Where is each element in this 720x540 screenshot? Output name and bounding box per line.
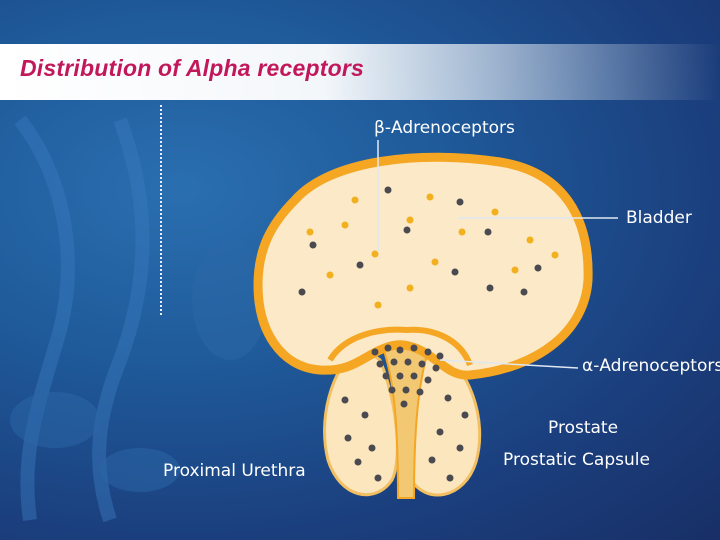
beta-dot (458, 228, 466, 236)
beta-receptor-dots (306, 193, 559, 309)
prostate (323, 343, 482, 497)
alpha-dot (456, 198, 464, 206)
alpha-dot (432, 364, 440, 372)
alpha-dot (341, 396, 349, 404)
alpha-dot (396, 372, 404, 380)
beta-dot (306, 228, 314, 236)
alpha-dot (520, 288, 528, 296)
dotted-guide-line (160, 105, 162, 315)
alpha-dot (446, 474, 454, 482)
beta-dot (551, 251, 559, 259)
alpha-dot (396, 346, 404, 354)
alpha-dot (444, 394, 452, 402)
label-prostate: Prostate (548, 418, 619, 438)
alpha-dot (416, 388, 424, 396)
alpha-dot (410, 372, 418, 380)
slide-title: Distribution of Alpha receptors (20, 55, 364, 81)
alpha-dot (382, 372, 390, 380)
beta-dot (406, 284, 414, 292)
title-band (0, 44, 720, 100)
alpha-dot (344, 434, 352, 442)
beta-dot (326, 271, 334, 279)
alpha-dot (374, 474, 382, 482)
label-beta-adrenoceptors: β-Adrenoceptors (374, 118, 515, 138)
alpha-dot (451, 268, 459, 276)
alpha-dot (388, 386, 396, 394)
alpha-dot (354, 458, 362, 466)
alpha-dot (376, 360, 384, 368)
alpha-dot (309, 241, 317, 249)
alpha-dot (368, 444, 376, 452)
label-bladder: Bladder (626, 208, 692, 228)
beta-dot (406, 216, 414, 224)
beta-dot (341, 221, 349, 229)
alpha-dot (436, 352, 444, 360)
alpha-dot (436, 428, 444, 436)
label-proximal-urethra: Proximal Urethra (163, 461, 306, 481)
alpha-dot (404, 358, 412, 366)
alpha-dot (403, 226, 411, 234)
alpha-dot (461, 411, 469, 419)
beta-dot (511, 266, 519, 274)
beta-dot (526, 236, 534, 244)
alpha-dot (424, 348, 432, 356)
alpha-dot (484, 228, 492, 236)
beta-dot (371, 250, 379, 258)
alpha-dot (418, 360, 426, 368)
alpha-dot (424, 376, 432, 384)
alpha-dot (402, 386, 410, 394)
alpha-dot (410, 344, 418, 352)
alpha-dot (428, 456, 436, 464)
beta-dot (491, 208, 499, 216)
alpha-dot (384, 186, 392, 194)
alpha-dot (390, 358, 398, 366)
alpha-dot (486, 284, 494, 292)
beta-dot (374, 301, 382, 309)
beta-dot (431, 258, 439, 266)
alpha-dot (371, 348, 379, 356)
alpha-dot (534, 264, 542, 272)
alpha-dot (356, 261, 364, 269)
alpha-leader-line (439, 359, 579, 369)
beta-dot (351, 196, 359, 204)
alpha-dot (456, 444, 464, 452)
label-prostatic-capsule: Prostatic Capsule (503, 450, 650, 470)
alpha-dot (361, 411, 369, 419)
bladder (253, 152, 593, 380)
label-alpha-adrenoceptors: α-Adrenoceptors (582, 356, 720, 376)
alpha-dot (298, 288, 306, 296)
beta-dot (426, 193, 434, 201)
alpha-receptor-dots (298, 186, 542, 482)
alpha-dot (400, 400, 408, 408)
alpha-dot (384, 344, 392, 352)
urethra (380, 344, 432, 499)
